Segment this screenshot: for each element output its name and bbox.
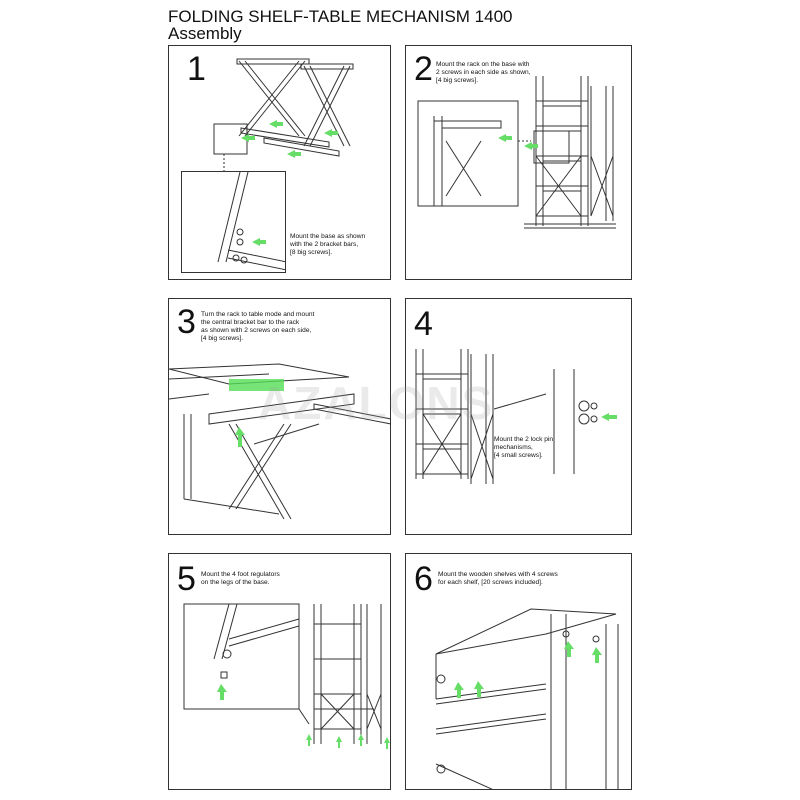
step-6-line-2: for each shelf, [20 screws included]. — [438, 579, 543, 586]
step-4-panel: 4 Mount the 2 lock pin mechanisms, [4 sm… — [405, 298, 632, 535]
step-2-drawing — [417, 76, 616, 229]
step-4-instructions: Mount the 2 lock pin mechanisms, [4 smal… — [494, 436, 553, 460]
step-4-line-3: [4 small screws]. — [494, 452, 543, 459]
step-6-line-1: Mount the wooden shelves with 4 screws — [438, 571, 558, 578]
step-2-instructions: Mount the rack on the base with 2 screws… — [436, 61, 531, 85]
step-4-drawing — [415, 349, 617, 484]
step-3-line-2: the central bracket bar to the rack — [201, 319, 300, 326]
step-5-number: 5 — [177, 560, 196, 598]
step-5-panel: 5 Mount the 4 foot regulators on the leg… — [168, 553, 391, 790]
step-1-panel: 1 Mount the base as shown with the 2 bra… — [168, 45, 391, 280]
step-5-line-2: on the legs of the base. — [201, 579, 270, 586]
step-1-number: 1 — [187, 50, 206, 88]
step-5-drawing — [183, 603, 390, 749]
step-6-instructions: Mount the wooden shelves with 4 screws f… — [438, 571, 558, 587]
step-2-line-1: Mount the rack on the base with — [436, 61, 530, 68]
step-2-panel: 2 Mount the rack on the base with 2 scre… — [405, 45, 632, 280]
step-2-line-2: 2 screws in each side as shown, — [436, 69, 531, 76]
step-1-line-1: Mount the base as shown — [290, 233, 366, 240]
step-2-line-3: [4 big screws]. — [436, 77, 479, 84]
step-1-drawing — [213, 58, 354, 171]
step-2-number: 2 — [414, 50, 433, 88]
step-5-instructions: Mount the 4 foot regulators on the legs … — [201, 571, 280, 587]
step-4-line-1: Mount the 2 lock pin — [494, 436, 554, 443]
step-3-drawing — [169, 363, 390, 520]
step-6-panel: 6 Mount the wooden shelves with 4 screws… — [405, 553, 632, 790]
step-6-number: 6 — [414, 560, 433, 598]
step-5-line-1: Mount the 4 foot regulators — [201, 571, 280, 578]
step-3-line-4: [4 big screws]. — [201, 335, 244, 342]
step-1-instructions: Mount the base as shown with the 2 brack… — [290, 233, 365, 257]
page-subtitle: Assembly — [168, 24, 242, 43]
step-4-number: 4 — [414, 305, 433, 343]
step-3-panel: 3 Turn the rack to table mode and mount … — [168, 298, 391, 535]
step-3-number: 3 — [177, 303, 196, 341]
step-3-line-3: as shown with 2 screws on each side, — [201, 327, 312, 334]
step-3-line-1: Turn the rack to table mode and mount — [201, 311, 315, 318]
page-title: FOLDING SHELF-TABLE MECHANISM 1400 — [168, 7, 513, 26]
step-4-line-2: mechanisms, — [494, 444, 533, 451]
step-1-detail-drawing — [217, 172, 285, 271]
step-1-detail-inset — [181, 171, 286, 273]
step-3-highlight-bar — [229, 379, 284, 391]
step-3-instructions: Turn the rack to table mode and mount th… — [201, 311, 314, 343]
step-1-line-3: [8 big screws]. — [290, 249, 333, 256]
step-1-line-2: with the 2 bracket bars, — [290, 241, 359, 248]
step-6-drawing — [435, 608, 619, 789]
